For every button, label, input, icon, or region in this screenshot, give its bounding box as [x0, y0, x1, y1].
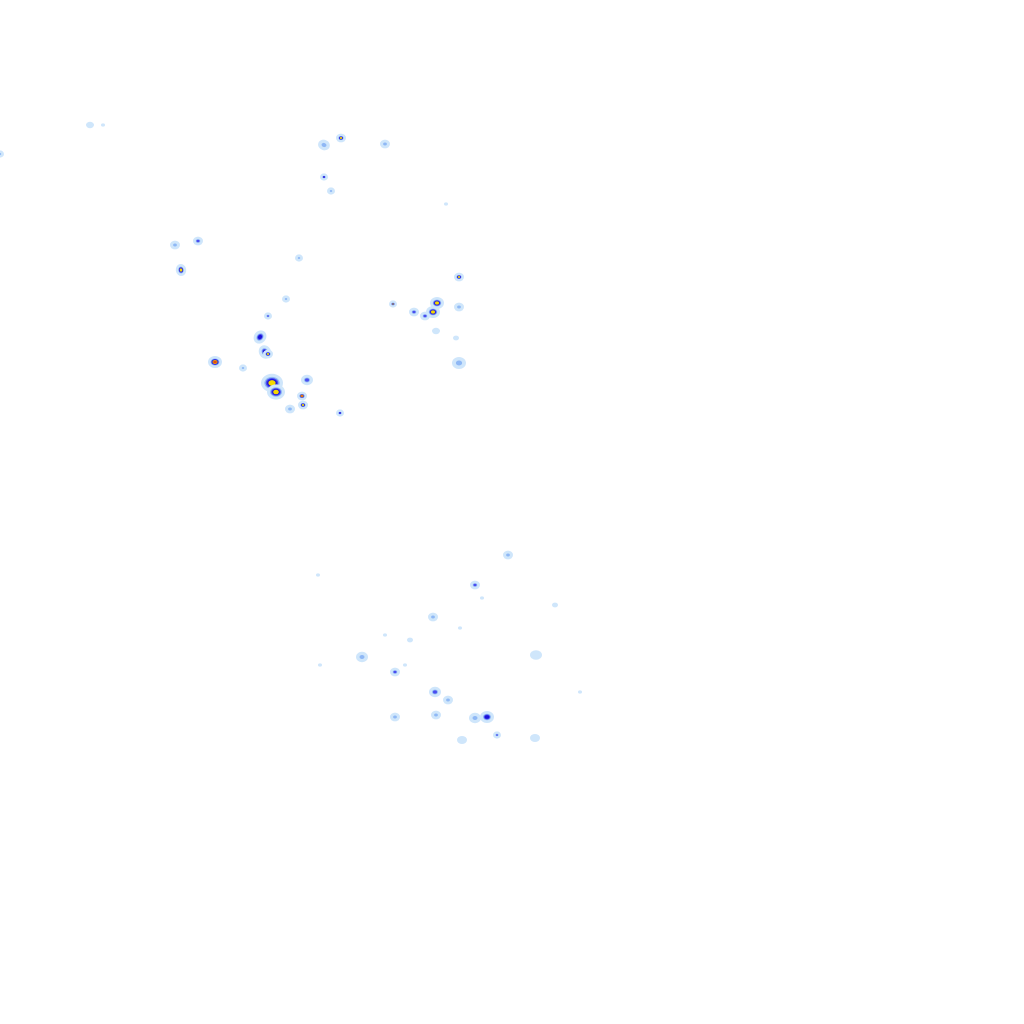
radar-echo-light	[321, 142, 327, 148]
radar-echo-moderate	[423, 314, 427, 318]
radar-echo-moderate	[412, 310, 416, 314]
radar-echo-light	[241, 367, 245, 369]
radar-echo-very-heavy	[266, 353, 270, 355]
radar-echo-very-light	[458, 626, 462, 630]
radar-echo-light	[0, 153, 2, 155]
radar-echo-light	[506, 553, 510, 557]
radar-echo-light	[434, 713, 438, 717]
radar-echo-moderate	[433, 690, 437, 694]
radar-echo-light	[455, 360, 463, 366]
radar-echo-very-heavy	[339, 137, 343, 139]
radar-echo-light	[288, 407, 292, 411]
radar-echo-light	[446, 698, 450, 702]
radar-echo-very-heavy	[435, 301, 439, 305]
radar-echo-light	[297, 257, 301, 259]
radar-echo-light	[284, 298, 288, 300]
radar-echo-very-light	[407, 637, 413, 643]
radar-echo-light	[457, 305, 461, 309]
radar-echo-light	[431, 615, 435, 619]
radar-echo-very-light	[444, 202, 448, 206]
radar-echo-very-light	[101, 123, 105, 127]
radar-echo-light	[383, 142, 387, 146]
radar-echo-very-light	[457, 736, 467, 744]
radar-echo-very-heavy	[179, 268, 183, 272]
radar-echo-extreme	[300, 395, 304, 397]
radar-echo-moderate	[196, 239, 200, 243]
radar-echo-moderate	[496, 734, 498, 736]
radar-echo-very-light	[530, 734, 540, 742]
radar-echo-heavy	[339, 412, 341, 414]
radar-echo-very-heavy	[273, 389, 279, 395]
radar-echo-heavy	[258, 334, 262, 340]
radar-echo-very-heavy	[457, 276, 461, 278]
radar-echo-moderate	[393, 670, 397, 674]
radar-echo-very-light	[480, 596, 484, 600]
radar-echo-light	[393, 715, 397, 719]
radar-echo-moderate	[267, 315, 269, 317]
radar-echo-very-light	[453, 335, 459, 341]
radar-echo-light	[472, 716, 478, 720]
radar-echo-light	[329, 190, 333, 192]
radar-echo-very-light	[316, 573, 320, 577]
radar-echo-very-light	[432, 327, 440, 335]
radar-echo-moderate	[473, 583, 477, 587]
radar-echo-very-heavy	[392, 303, 394, 305]
radar-echo-light	[173, 243, 177, 247]
radar-echo-very-heavy	[301, 404, 305, 406]
radar-echo-moderate	[305, 378, 309, 382]
radar-echo-very-light	[552, 602, 558, 608]
radar-echo-very-light	[530, 650, 542, 660]
radar-echo-heavy	[484, 715, 490, 719]
radar-echo-very-light	[318, 663, 322, 667]
radar-echo-very-light	[403, 663, 407, 667]
radar-echo-very-heavy	[268, 380, 276, 386]
radar-echo-very-light	[86, 121, 94, 129]
radar-echo-heavy	[323, 176, 325, 178]
radar-echo-extreme	[213, 360, 217, 364]
radar-echo-very-light	[0, 150, 4, 158]
radar-echo-very-light	[383, 633, 387, 637]
radar-echo-light	[359, 655, 365, 659]
radar-echo-very-light	[578, 690, 582, 694]
radar-echo-very-heavy	[431, 310, 435, 314]
